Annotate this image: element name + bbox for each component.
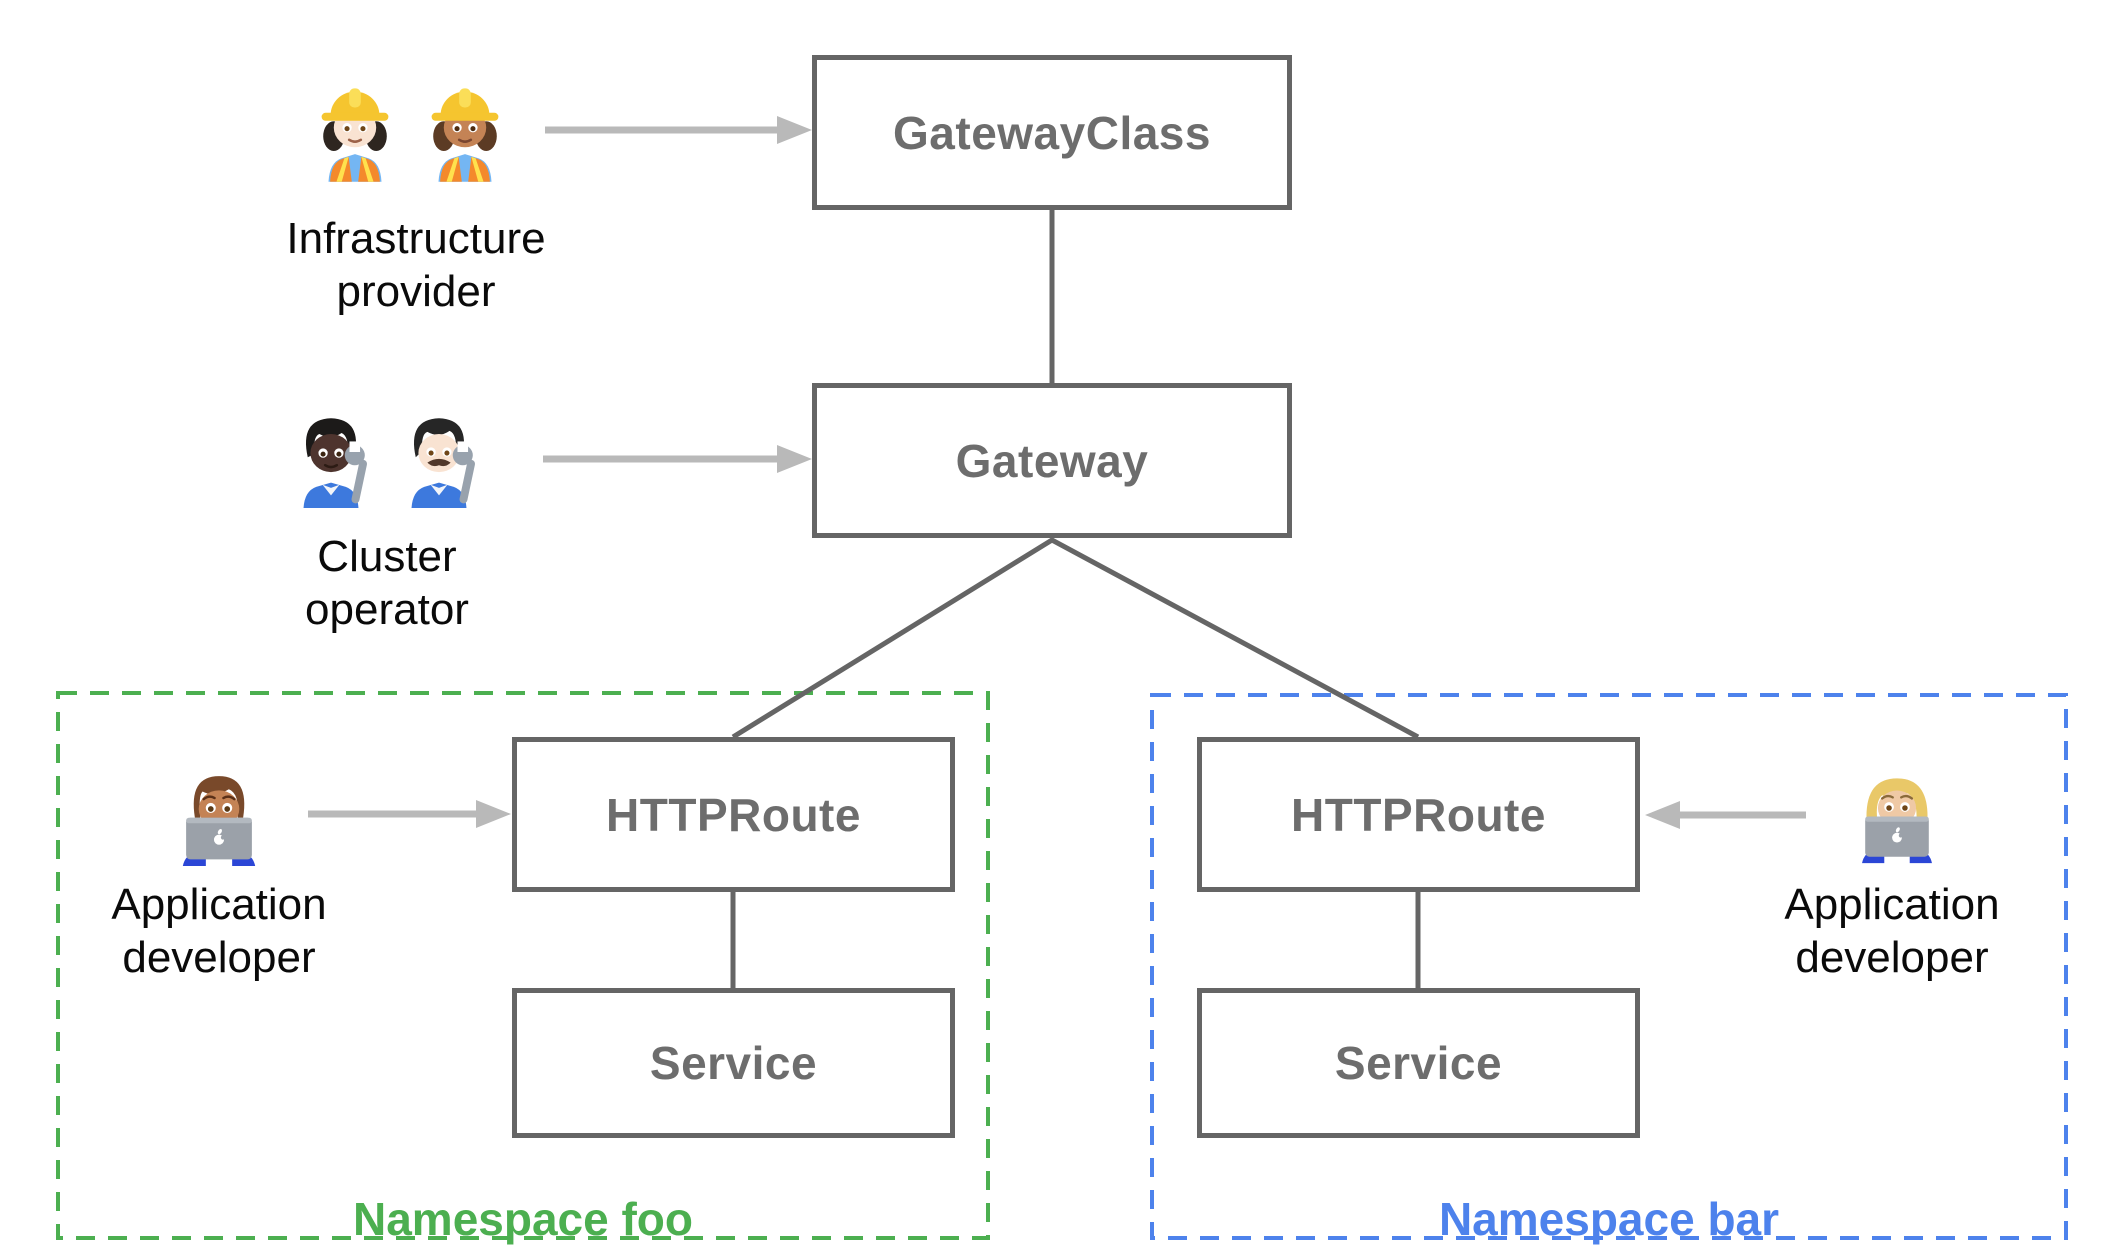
application-developer-bar-label: Application developer xyxy=(1784,878,1999,984)
infrastructure-provider-label-line2: provider xyxy=(336,267,496,316)
httproute-bar-node: HTTPRoute xyxy=(1197,737,1640,892)
man-mechanic-light-emoji-icon xyxy=(411,418,476,508)
application-developer-bar-label-line2: developer xyxy=(1795,933,1989,982)
service-bar-label: Service xyxy=(1334,1037,1503,1089)
woman-technologist-light-emoji-icon xyxy=(1862,778,1932,864)
application-developer-foo-label-line2: developer xyxy=(122,933,316,982)
gatewayclass-label: GatewayClass xyxy=(893,106,1211,159)
application-developer-bar-arrow xyxy=(1645,801,1806,829)
cluster-operator-label-line2: operator xyxy=(305,585,469,634)
application-developer-foo-label-line1: Application xyxy=(111,880,327,929)
gateway-node: Gateway xyxy=(812,383,1292,538)
cluster-operator-label: Cluster operator xyxy=(305,530,469,636)
namespace-foo-label: Namespace foo xyxy=(352,1193,694,1245)
gateway-httproutes-connector xyxy=(731,537,1420,740)
mechanic-dark-emoji-icon xyxy=(303,418,368,508)
infrastructure-provider-arrow xyxy=(545,116,812,144)
application-developer-bar-label-line1: Application xyxy=(1784,880,2000,929)
gateway-label: Gateway xyxy=(955,434,1149,487)
application-developer-foo-label: Application developer xyxy=(111,878,326,984)
gatewayclass-node: GatewayClass xyxy=(812,55,1292,210)
application-developer-foo-arrow xyxy=(308,800,511,828)
man-technologist-medium-emoji-icon xyxy=(182,776,256,866)
service-foo-node: Service xyxy=(512,988,955,1138)
httproute-bar-label: HTTPRoute xyxy=(1291,788,1546,841)
cluster-operator-label-line1: Cluster xyxy=(317,532,457,581)
infrastructure-provider-label-line1: Infrastructure xyxy=(286,214,546,263)
cluster-operator-arrow xyxy=(543,445,812,473)
service-foo-label: Service xyxy=(649,1037,818,1089)
namespace-bar-boundary xyxy=(1150,693,2068,1240)
infrastructure-provider-label: Infrastructure provider xyxy=(286,212,545,318)
httproute-foo-node: HTTPRoute xyxy=(512,737,955,892)
namespace-bar-label: Namespace bar xyxy=(1438,1193,1780,1245)
httproute-foo-label: HTTPRoute xyxy=(606,788,861,841)
namespace-foo-boundary xyxy=(56,691,990,1240)
woman-construction-worker-medium-emoji-icon xyxy=(431,88,499,182)
service-bar-node: Service xyxy=(1197,988,1640,1138)
woman-construction-worker-light-emoji-icon xyxy=(321,88,389,182)
